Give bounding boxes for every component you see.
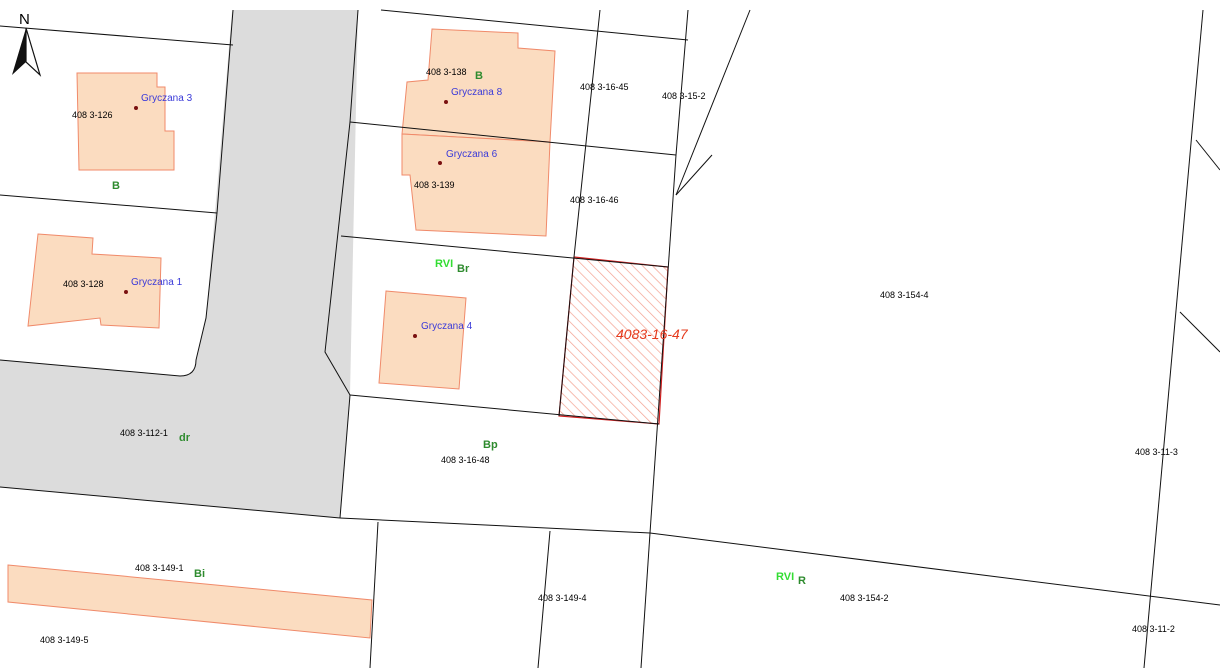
address-point-gryczana-4 — [413, 334, 417, 338]
landuse-label: RVI — [435, 258, 453, 270]
buildings — [7, 28, 556, 639]
address-labels: Gryczana 3 Gryczana 8 Gryczana 6 Gryczan… — [131, 87, 503, 332]
building-gryczana-8[interactable] — [401, 28, 556, 143]
parcel-label[interactable]: 408 3-112-1 — [120, 428, 168, 438]
parcel-label[interactable]: 408 3-11-3 — [1135, 447, 1178, 457]
address-point-gryczana-6 — [438, 161, 442, 165]
landuse-label: B — [475, 70, 483, 82]
parcel-label[interactable]: 408 3-149-4 — [538, 593, 587, 603]
parcel-label[interactable]: 408 3-16-46 — [570, 195, 619, 205]
address-label-gryczana-1: Gryczana 1 — [131, 277, 183, 288]
address-point-gryczana-3 — [134, 106, 138, 110]
building-gryczana-1[interactable] — [27, 233, 162, 329]
north-arrow-icon-right — [25, 27, 42, 77]
address-point-gryczana-1 — [124, 290, 128, 294]
parcel-label[interactable]: 408 3-138 — [426, 67, 467, 77]
highlighted-parcel-label[interactable]: 4083-16-47 — [616, 326, 689, 342]
landuse-label: Bi — [194, 568, 205, 580]
parcel-label[interactable]: 408 3-15-2 — [662, 91, 706, 101]
landuse-label: Br — [457, 263, 470, 275]
building-149-5[interactable] — [7, 564, 373, 639]
north-arrow: N — [12, 11, 42, 77]
address-label-gryczana-4: Gryczana 4 — [421, 321, 473, 332]
address-label-gryczana-6: Gryczana 6 — [446, 149, 498, 160]
parcel-label[interactable]: 408 3-128 — [63, 279, 104, 289]
parcel-label[interactable]: 408 3-154-4 — [880, 290, 929, 300]
parcel-label[interactable]: 408 3-139 — [414, 180, 455, 190]
landuse-label: RVI — [776, 571, 794, 583]
address-label-gryczana-8: Gryczana 8 — [451, 87, 503, 98]
building-gryczana-4[interactable] — [378, 290, 467, 390]
landuse-label: B — [112, 180, 120, 192]
parcel-label[interactable]: 408 3-11-2 — [1132, 624, 1175, 634]
parcel-labels: 408 3-126 408 3-128 408 3-138 408 3-139 … — [40, 67, 1178, 645]
building-gryczana-3[interactable] — [76, 72, 175, 171]
north-arrow-icon — [12, 28, 26, 75]
address-point-gryczana-8 — [444, 100, 448, 104]
address-points — [124, 100, 448, 338]
north-label: N — [19, 11, 30, 28]
parcel-label[interactable]: 408 3-16-48 — [441, 455, 490, 465]
parcel-label[interactable]: 408 3-154-2 — [840, 593, 889, 603]
landuse-label: dr — [179, 432, 191, 444]
parcel-label[interactable]: 408 3-149-5 — [40, 635, 89, 645]
landuse-label: Bp — [483, 439, 498, 451]
parcel-label[interactable]: 408 3-149-1 — [135, 563, 184, 573]
road-area — [0, 10, 358, 518]
address-label-gryczana-3: Gryczana 3 — [141, 93, 193, 104]
parcel-label[interactable]: 408 3-126 — [72, 110, 113, 120]
landuse-labels: B B RVI Br dr Bp Bi RVI R — [112, 70, 806, 587]
parcel-label[interactable]: 408 3-16-45 — [580, 82, 629, 92]
landuse-label: R — [798, 575, 806, 587]
parcel-boundaries — [0, 9, 1220, 668]
